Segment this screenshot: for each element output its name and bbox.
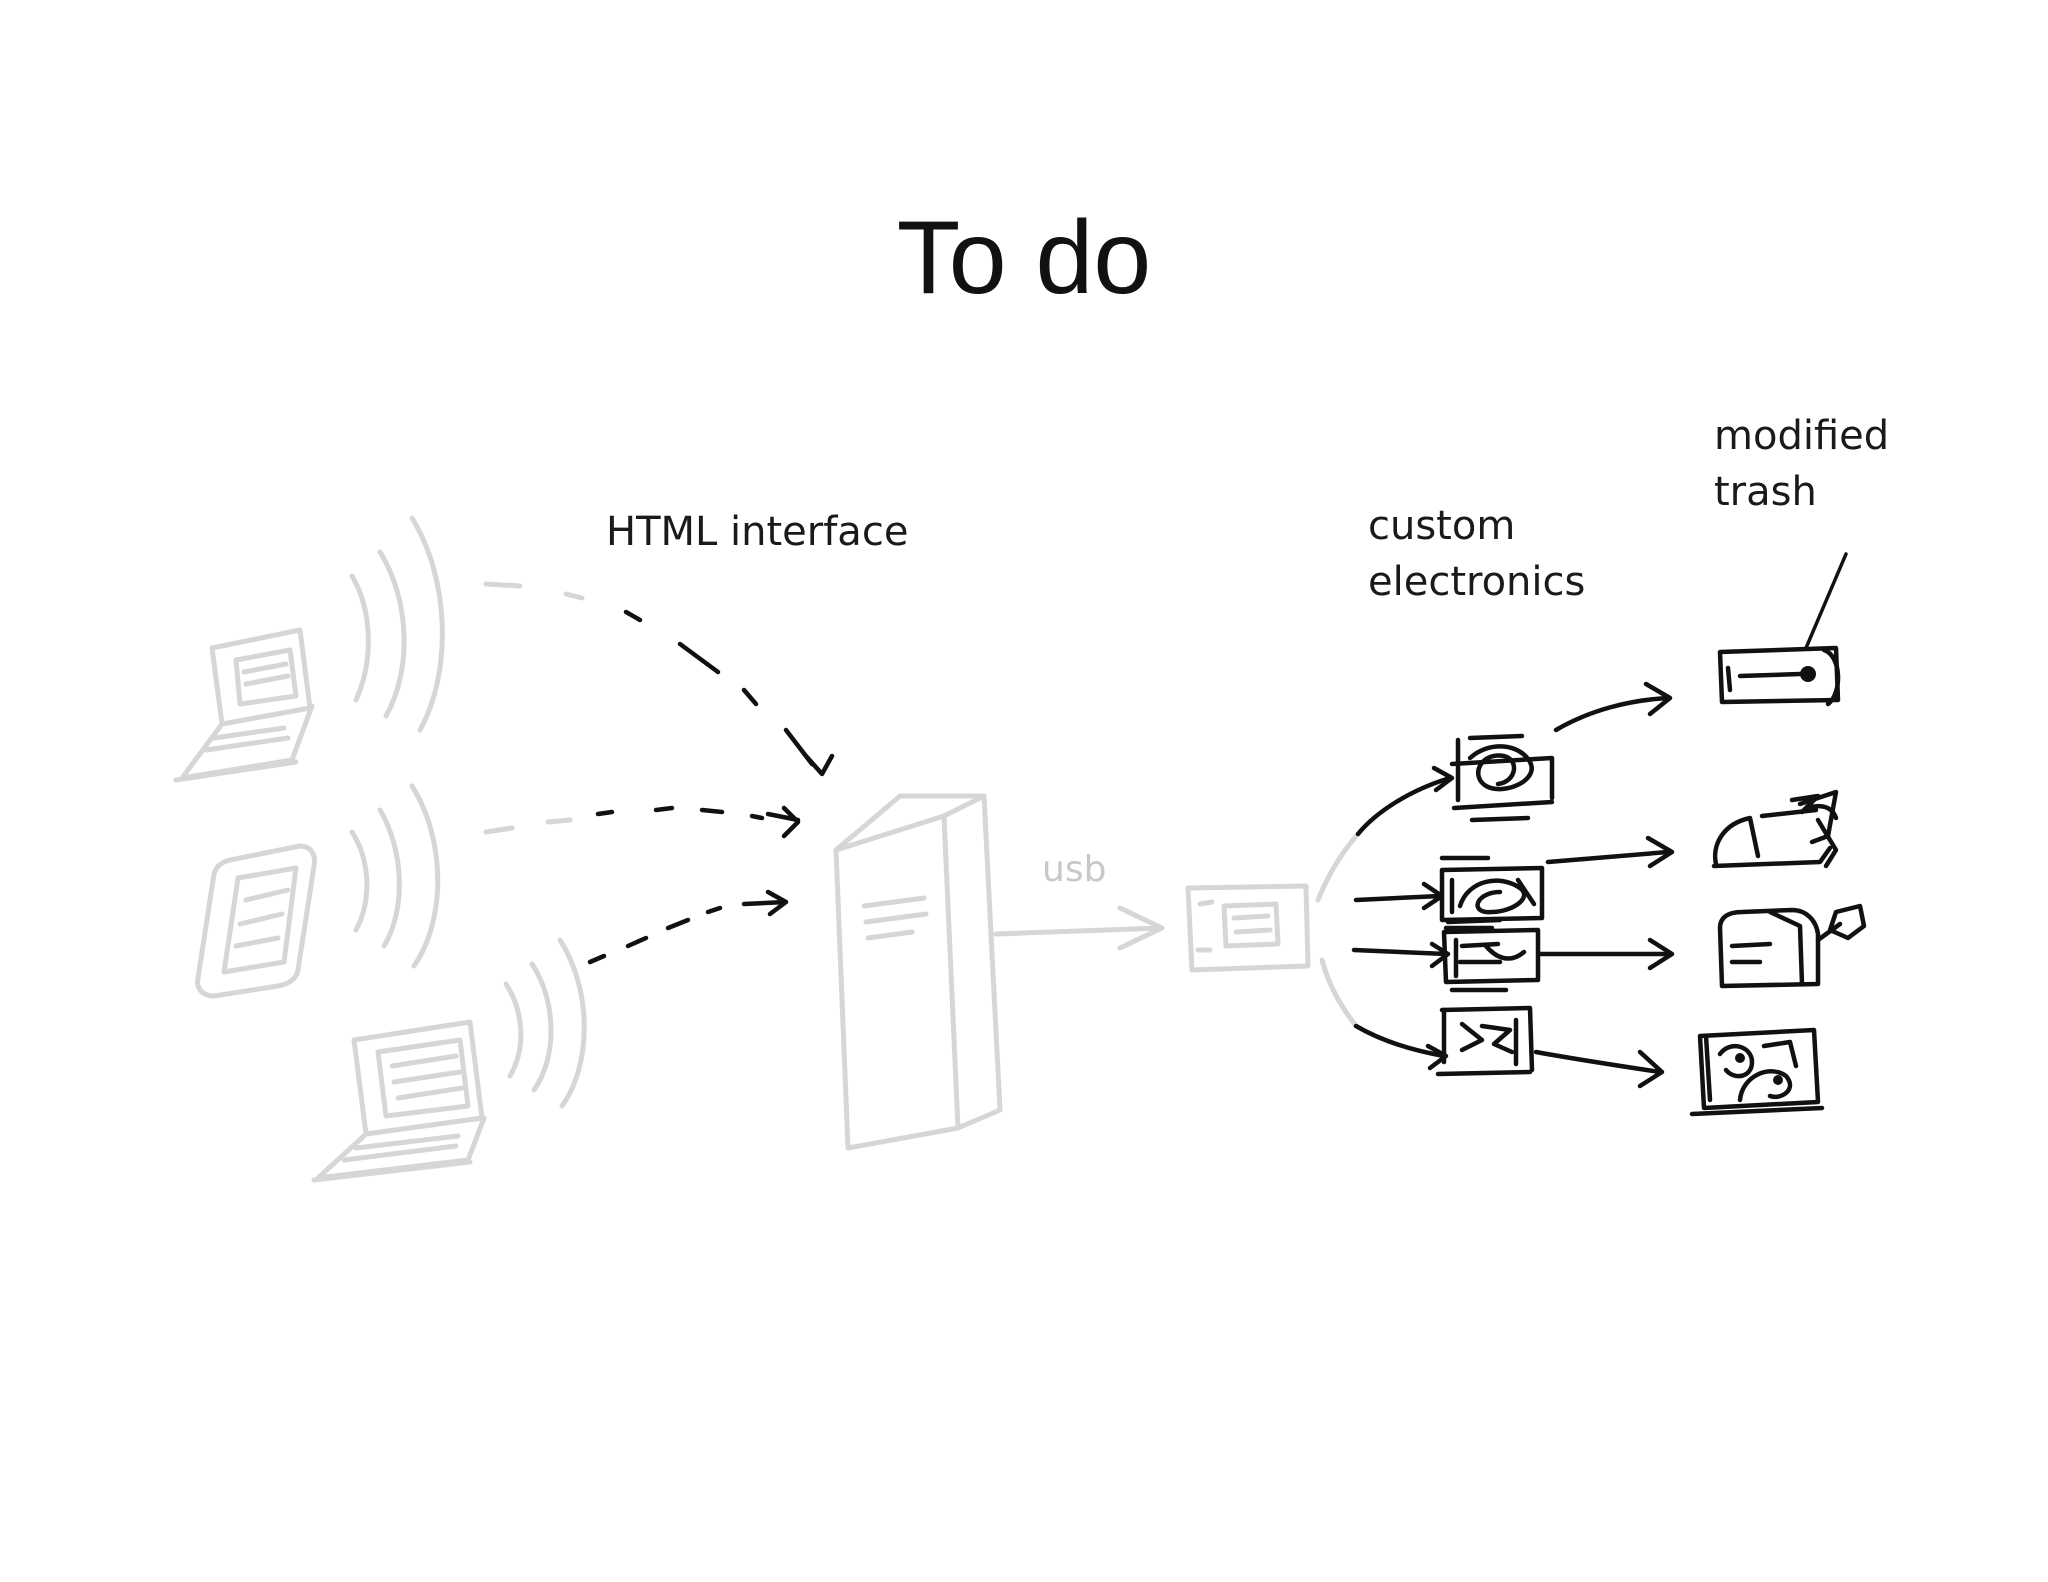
wifi-waves-bottom-icon bbox=[503, 937, 587, 1109]
trash-device-3 bbox=[1717, 903, 1867, 989]
fanout-arrows bbox=[1315, 765, 1455, 1071]
trash-device-1 bbox=[1717, 552, 1848, 707]
dashed-arrow-middle bbox=[595, 805, 801, 839]
usb-label: usb bbox=[1042, 849, 1107, 890]
modified-trash-label: modified trash bbox=[1714, 413, 1890, 515]
output-arrows bbox=[1533, 681, 1675, 1089]
tablet-icon bbox=[195, 843, 317, 999]
usb-arrow bbox=[993, 905, 1165, 951]
electronics-board-1 bbox=[1449, 733, 1555, 823]
wifi-waves-middle-icon bbox=[349, 783, 441, 969]
laptop-top-icon bbox=[173, 627, 315, 783]
html-interface-label: HTML interface bbox=[606, 509, 909, 555]
faint-dash-middle bbox=[483, 817, 573, 835]
dashed-arrow-top bbox=[623, 609, 835, 777]
server-tower-icon bbox=[833, 793, 1003, 1151]
electronics-board-2 bbox=[1439, 855, 1545, 931]
trash-device-4 bbox=[1689, 1027, 1825, 1117]
laptop-bottom-icon bbox=[311, 1019, 487, 1183]
faint-dash-top bbox=[483, 581, 585, 601]
custom-electronics-label: custom electronics bbox=[1368, 503, 1586, 605]
trash-device-2 bbox=[1711, 789, 1839, 869]
slide-title: To do bbox=[896, 200, 1152, 316]
electronics-board-3 bbox=[1441, 917, 1541, 993]
dashed-arrow-bottom bbox=[587, 889, 789, 965]
wifi-waves-top-icon bbox=[349, 515, 445, 733]
electronics-board-4 bbox=[1435, 1005, 1535, 1077]
usb-hub-icon bbox=[1185, 883, 1311, 973]
